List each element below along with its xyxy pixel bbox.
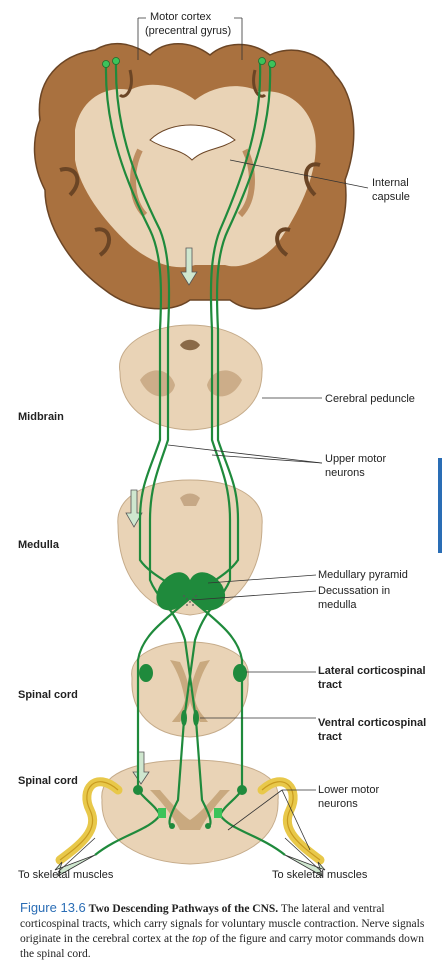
region-midbrain: Midbrain — [18, 411, 64, 423]
descending-arrow-medulla — [125, 489, 143, 528]
label-upper-motor: Upper motor — [325, 453, 386, 465]
label-decussation-medulla: medulla — [318, 599, 357, 611]
figure-title: Two Descending Pathways of the CNS. — [88, 903, 279, 915]
medullary-pyramid-shape — [156, 572, 226, 611]
lateral-tract-right — [233, 664, 247, 682]
neuron-somas — [102, 57, 276, 68]
label-cerebral-peduncle: Cerebral peduncle — [325, 393, 415, 405]
spinal-cord-lower — [55, 751, 325, 865]
label-precentral-gyrus: (precentral gyrus) — [145, 25, 231, 37]
brain-section — [33, 42, 355, 310]
corticospinal-diagram: Motor cortex (precentral gyrus) Internal… — [18, 11, 426, 881]
ventral-tract — [193, 710, 199, 726]
label-upper-motor-neurons: neurons — [325, 467, 365, 479]
caption-text-2: of the figure and carry motor commands d… — [20, 933, 424, 960]
region-spinal-cord-upper: Spinal cord — [18, 689, 78, 701]
region-medulla: Medulla — [18, 539, 60, 551]
spinal-cord-upper — [131, 641, 249, 738]
figure-number: Figure 13.6 — [20, 900, 86, 915]
muscle-arrow-left — [54, 854, 96, 877]
label-lateral-tract: tract — [318, 679, 342, 691]
label-medullary-pyramid: Medullary pyramid — [318, 569, 408, 581]
label-ventral-corticospinal: Ventral corticospinal — [318, 717, 426, 729]
caption-text-1: The lateral and ventral corticospinal tr… — [20, 903, 425, 945]
page-edge-marker — [438, 458, 442, 553]
figure-caption: Figure 13.6 Two Descending Pathways of t… — [20, 900, 425, 962]
white-matter — [75, 84, 316, 268]
descending-arrow-brain — [180, 247, 198, 286]
region-spinal-cord-lower: Spinal cord — [18, 775, 78, 787]
label-internal: Internal — [372, 177, 409, 189]
midbrain-section — [119, 324, 263, 431]
caption-text-top: top — [192, 933, 207, 945]
label-lower-motor: Lower motor — [318, 784, 379, 796]
tract-regions — [133, 572, 247, 829]
label-to-muscles-left: To skeletal muscles — [18, 869, 114, 881]
label-motor-cortex: Motor cortex — [150, 11, 212, 23]
label-lower-motor-neurons: neurons — [318, 798, 358, 810]
label-ventral-tract: tract — [318, 731, 342, 743]
label-capsule: capsule — [372, 191, 410, 203]
lateral-tract-left — [139, 664, 153, 682]
label-decussation: Decussation in — [318, 585, 390, 597]
muscle-arrow-right — [284, 854, 326, 877]
label-lateral-corticospinal: Lateral corticospinal — [318, 665, 426, 677]
lateral-ventricle — [149, 124, 236, 161]
medulla-section — [117, 479, 263, 616]
leader-lines — [137, 17, 369, 851]
label-to-muscles-right: To skeletal muscles — [272, 869, 368, 881]
decussation-dots — [183, 595, 197, 606]
